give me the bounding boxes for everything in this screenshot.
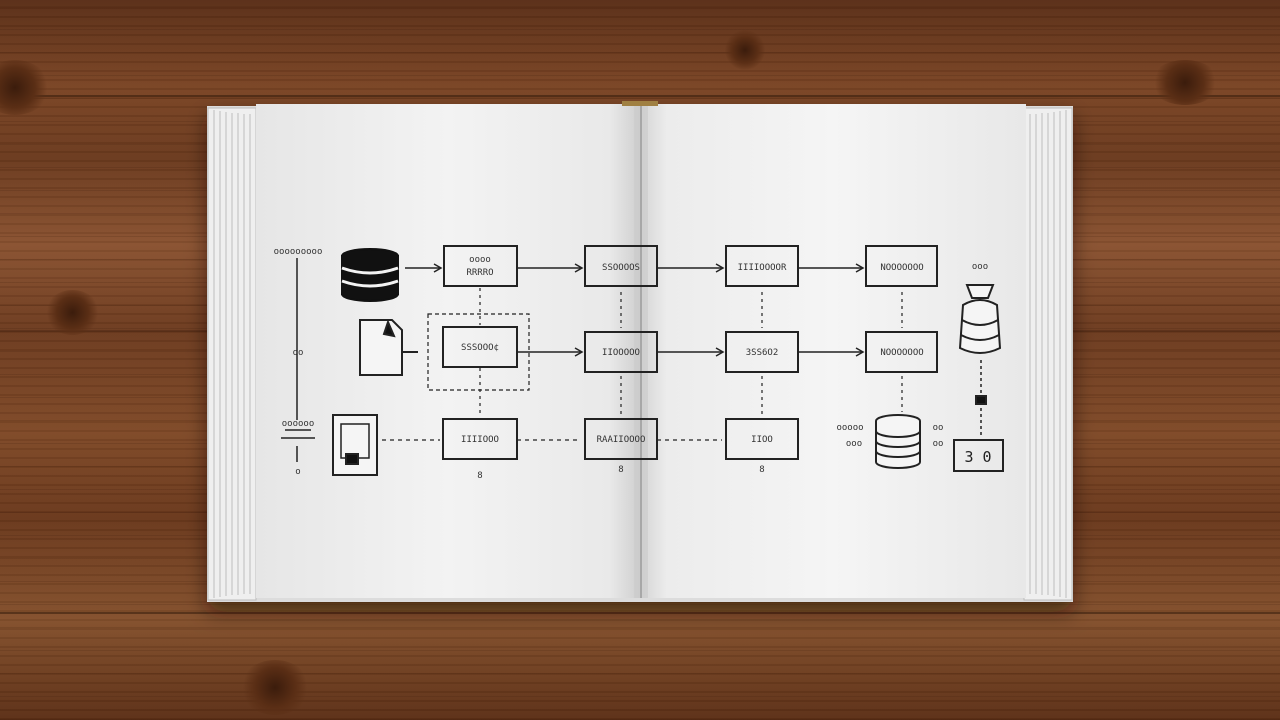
database-icon-outline	[875, 414, 921, 469]
vertical-links	[479, 288, 903, 417]
row1-box3-label: IIIIOOOOR	[738, 263, 787, 273]
diagram-labels: ooooooooo oo oooooo o oooo RRRRO SSOOOOS…	[274, 247, 992, 481]
row2-box1	[442, 326, 518, 368]
right-page	[640, 104, 1026, 598]
row3-box3	[725, 418, 799, 460]
row2-box4-label: NOOOOOOO	[880, 348, 923, 358]
legend-top-label: ooooooooo	[274, 247, 323, 257]
legend-mid-label: oo	[293, 348, 304, 358]
row2-dashed-frame	[427, 313, 530, 391]
display-readout: 3 0	[964, 448, 991, 466]
device-icon	[332, 414, 378, 476]
row1-box3	[725, 245, 799, 287]
row3-box1	[442, 418, 518, 460]
row1-box2	[584, 245, 658, 287]
display-box	[953, 439, 1004, 472]
row1-box1-label-line1: oooo	[469, 255, 491, 265]
wood-plank-seam	[0, 612, 1280, 614]
row3-note3: oo	[933, 423, 944, 433]
server-stack-icon	[958, 284, 1002, 354]
row1-box4	[865, 245, 938, 287]
wood-knot	[45, 290, 100, 335]
legend-bottom-label: oooooo	[282, 419, 315, 429]
row1-box1	[443, 245, 518, 287]
legend-bottom-small: o	[295, 467, 300, 477]
page-edges-left	[207, 107, 257, 601]
row3-box3-label: IIOO	[751, 435, 773, 445]
row3-note2: ooo	[846, 439, 862, 449]
row3-note1: ooooo	[836, 423, 863, 433]
row3-note4: oo	[933, 439, 944, 449]
mark-under-row3-box1: 8	[477, 471, 482, 481]
row3-box2-label: RAAIIOOOO	[597, 435, 646, 445]
row2-box1-label: SSSOOO¢	[461, 343, 499, 353]
row2-box4	[865, 331, 938, 373]
row2-arrows	[517, 347, 865, 357]
row1-arrows	[405, 263, 865, 273]
row1-box1-label-line2: RRRRO	[466, 268, 493, 278]
mark-under-row3-box2: 8	[618, 465, 623, 475]
wood-plank-seam	[0, 95, 1280, 97]
page-edges-right	[1023, 107, 1073, 601]
row1-box2-label: SSOOOOS	[602, 263, 640, 273]
book-headband	[622, 101, 658, 106]
row2-box2-label: IIOOOOO	[602, 348, 640, 358]
right-stack-top-label: ooo	[972, 262, 988, 272]
wood-knot	[1150, 60, 1220, 105]
row3-box1-label: IIIIOOO	[461, 435, 499, 445]
document-icon	[359, 319, 418, 376]
wood-knot	[240, 660, 310, 715]
mark-under-row3-box3: 8	[759, 465, 764, 475]
link-node	[975, 395, 987, 405]
row3-box2	[584, 418, 658, 460]
wood-knot	[725, 30, 765, 70]
flow-diagram	[281, 245, 1004, 476]
row2-box3-label: 3SS6O2	[746, 348, 779, 358]
row1-box4-label: NOOOOOOO	[880, 263, 923, 273]
left-page	[256, 104, 640, 598]
database-icon	[341, 248, 399, 302]
